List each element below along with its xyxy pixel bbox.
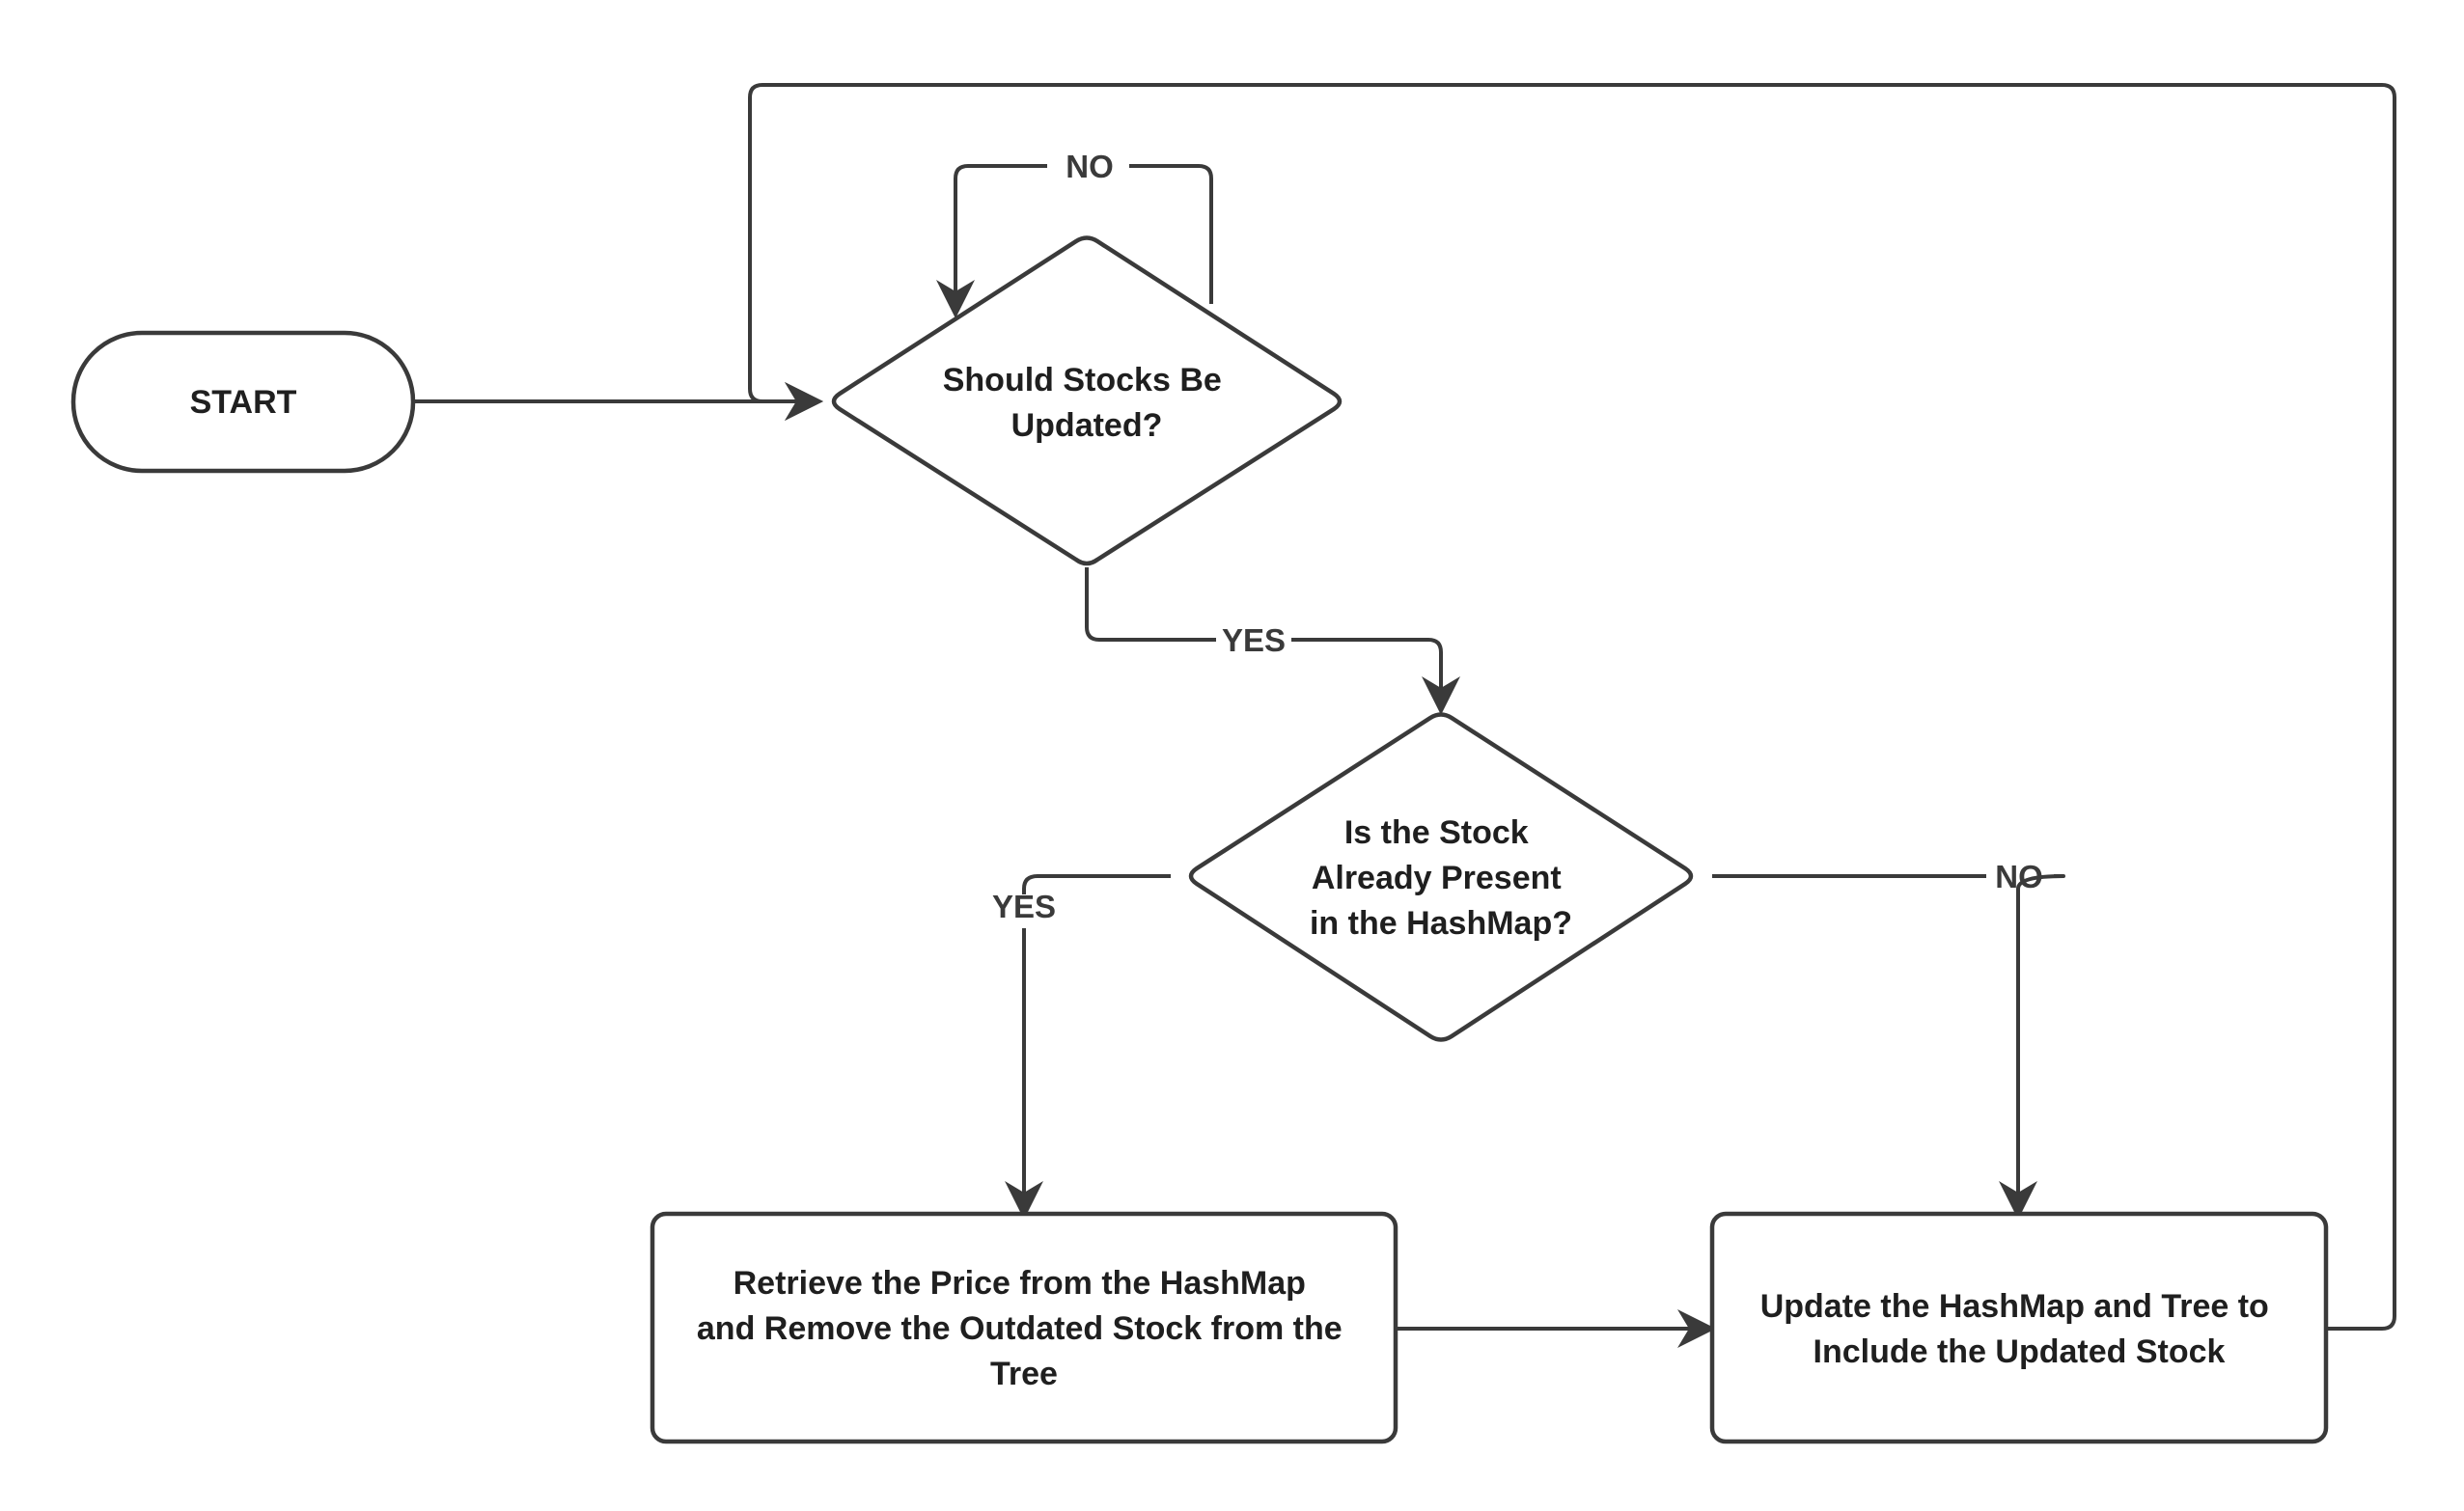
edge-process2-loop-back bbox=[748, 83, 2396, 1331]
edge-decision2-yes bbox=[1024, 874, 1171, 1212]
edge-label-d2-no: NO bbox=[1995, 859, 2043, 894]
edge-label-d1-yes: YES bbox=[1222, 622, 1286, 658]
process-retrieve-remove: Retrieve the Price from the HashMap and … bbox=[650, 1211, 1398, 1444]
decision-should-update: Should Stocks Be Updated? bbox=[831, 235, 1343, 566]
edge-label-d2-yes: YES bbox=[992, 889, 1056, 924]
decision-stock-present: Is the Stock Already Present in the Hash… bbox=[1188, 712, 1694, 1042]
start-node: START bbox=[70, 330, 416, 474]
edge-decision1-yes bbox=[1085, 567, 1441, 707]
edge-label-d1-no: NO bbox=[1066, 149, 1114, 184]
edge-decision2-no bbox=[1712, 874, 2065, 1212]
edge-decision1-no-loop bbox=[955, 164, 1213, 311]
process-update-hashmap-tree: Update the HashMap and Tree to Include t… bbox=[1709, 1211, 2329, 1444]
process-retrieve-remove-label: Retrieve the Price from the HashMap and … bbox=[697, 1265, 1351, 1392]
decision-should-update-label: Should Stocks Be Updated? bbox=[943, 362, 1232, 444]
start-node-label: START bbox=[190, 384, 297, 421]
process-update-hashmap-tree-label: Update the HashMap and Tree to Include t… bbox=[1760, 1288, 2279, 1370]
decision-stock-present-label: Is the Stock Already Present in the Hash… bbox=[1310, 814, 1572, 942]
